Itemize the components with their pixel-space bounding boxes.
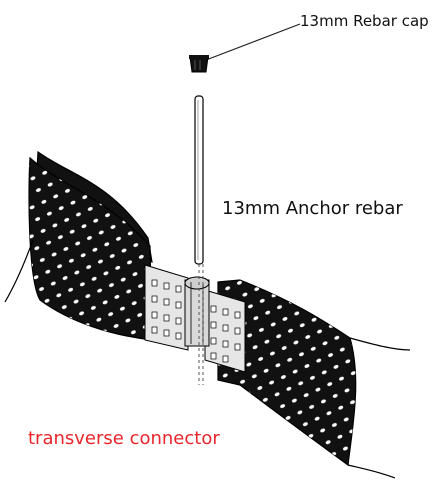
- anchor-rebar: [194, 95, 204, 265]
- anchor-rebar-label: 13mm Anchor rebar: [222, 198, 403, 219]
- rebar-cap: [189, 55, 209, 73]
- transverse-connector-label: transverse connector: [28, 428, 220, 449]
- rebar-cap-label: 13mm Rebar cap: [300, 12, 429, 30]
- transverse-connector: [144, 264, 246, 373]
- right-cell-edge: [347, 337, 411, 479]
- cap-leader-line: [205, 23, 301, 61]
- left-cell-edge: [4, 239, 34, 303]
